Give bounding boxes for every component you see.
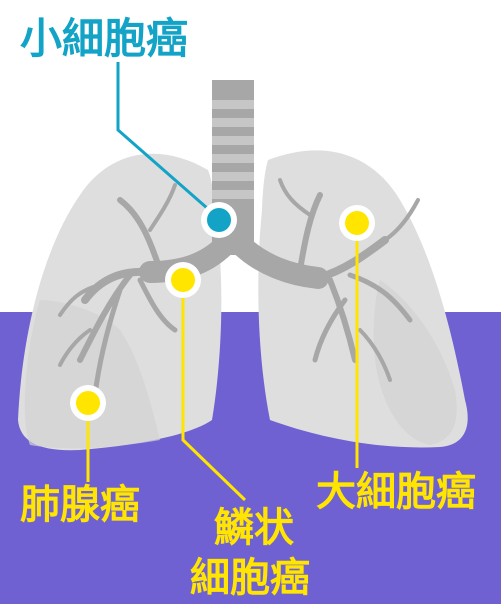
label-squamous-line2: 細胞癌 bbox=[190, 558, 310, 598]
large-cell-marker bbox=[339, 205, 375, 241]
squamous-marker bbox=[165, 262, 201, 298]
adenocarcinoma-marker bbox=[70, 385, 106, 421]
label-small-cell-carcinoma: 小細胞癌 bbox=[20, 18, 188, 60]
label-large-cell-carcinoma: 大細胞癌 bbox=[316, 472, 476, 512]
small-cell-marker bbox=[201, 202, 237, 238]
label-adenocarcinoma: 肺腺癌 bbox=[20, 485, 140, 525]
label-squamous-line1: 鱗状 bbox=[214, 508, 294, 548]
